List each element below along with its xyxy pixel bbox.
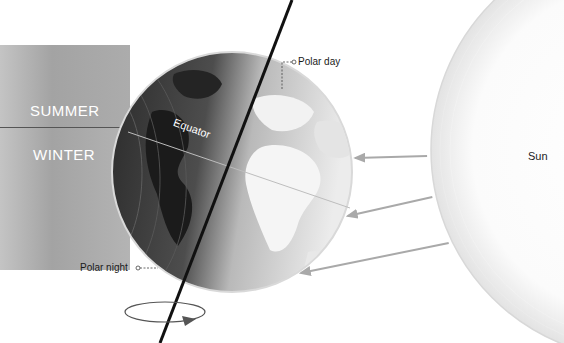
light-ray-arrow: [355, 156, 427, 158]
sun-circle: Sun: [430, 0, 564, 343]
winter-band-text: WINTER: [33, 146, 95, 163]
light-ray-arrow: [348, 197, 433, 216]
sun-circle-text: Sun: [528, 150, 548, 163]
continents: [112, 62, 356, 290]
leader-dot: [136, 266, 140, 270]
leader-line: [140, 268, 158, 269]
sun-disc: [431, 0, 564, 343]
leader-dot: [292, 60, 296, 64]
rotation-arrowhead: [182, 316, 196, 326]
sun-circle-drawing: [430, 0, 564, 343]
rotation-axis: [160, 0, 292, 343]
sun-ring: [440, 0, 564, 343]
summer-band-text: SUMMER: [30, 102, 100, 119]
earth-globe: Equator: [112, 52, 352, 292]
sun-ring: [450, 0, 564, 340]
polar-day-label: Polar day: [298, 56, 340, 68]
earth-globe-drawing: [112, 52, 352, 292]
summer-band: SUMMER: [0, 45, 130, 128]
earth-globe: [112, 52, 352, 292]
equator-line: [128, 132, 350, 208]
leader-line: [282, 62, 292, 90]
polar-night-label: Polar night: [80, 262, 128, 274]
winter-band: WINTER: [0, 128, 130, 270]
